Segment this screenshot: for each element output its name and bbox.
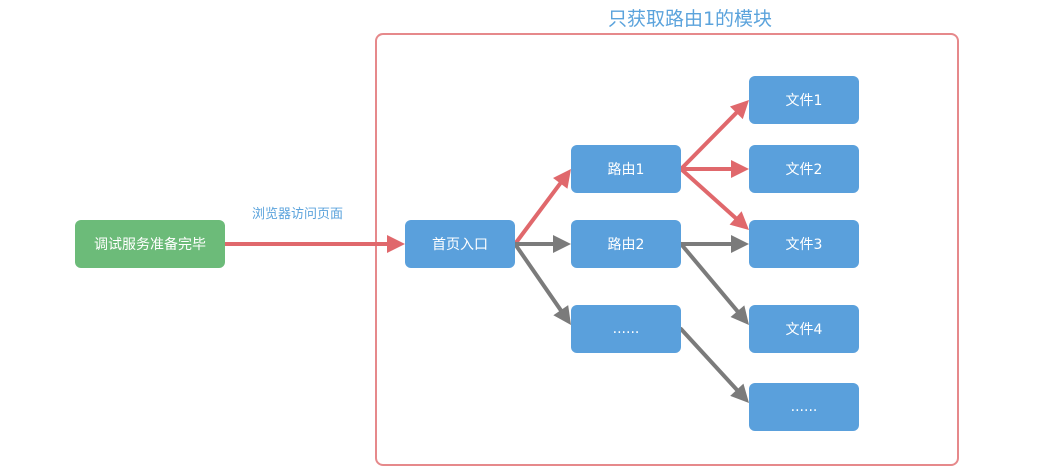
node-home-entry: 首页入口	[405, 220, 515, 268]
node-file-1: 文件1	[749, 76, 859, 124]
arrow-start-to-entry	[223, 235, 405, 253]
arrow-entry-to-route2	[513, 235, 571, 253]
node-file-more: ......	[749, 383, 859, 431]
arrow-route1-to-file3	[679, 167, 749, 230]
route1-scope-frame	[375, 33, 959, 466]
arrow-route1-to-file1	[679, 100, 749, 171]
arrow-entry-to-route1	[513, 169, 571, 246]
diagram-title: 只获取路由1的模块	[607, 8, 773, 30]
node-debug-service-ready: 调试服务准备完毕	[75, 220, 225, 268]
arrow-route_more-to-file_more	[679, 327, 749, 403]
node-file-3: 文件3	[749, 220, 859, 268]
arrow-entry-to-route_more	[513, 242, 571, 325]
edge-label-browser-visit: 浏览器访问页面	[252, 207, 344, 222]
node-file-4: 文件4	[749, 305, 859, 353]
node-file-2: 文件2	[749, 145, 859, 193]
node-route-2: 路由2	[571, 220, 681, 268]
arrow-route2-to-file3	[679, 235, 749, 253]
arrow-route1-to-file2	[679, 160, 749, 178]
arrow-route2-to-file4	[679, 242, 749, 325]
node-route-more: ......	[571, 305, 681, 353]
node-route-1: 路由1	[571, 145, 681, 193]
